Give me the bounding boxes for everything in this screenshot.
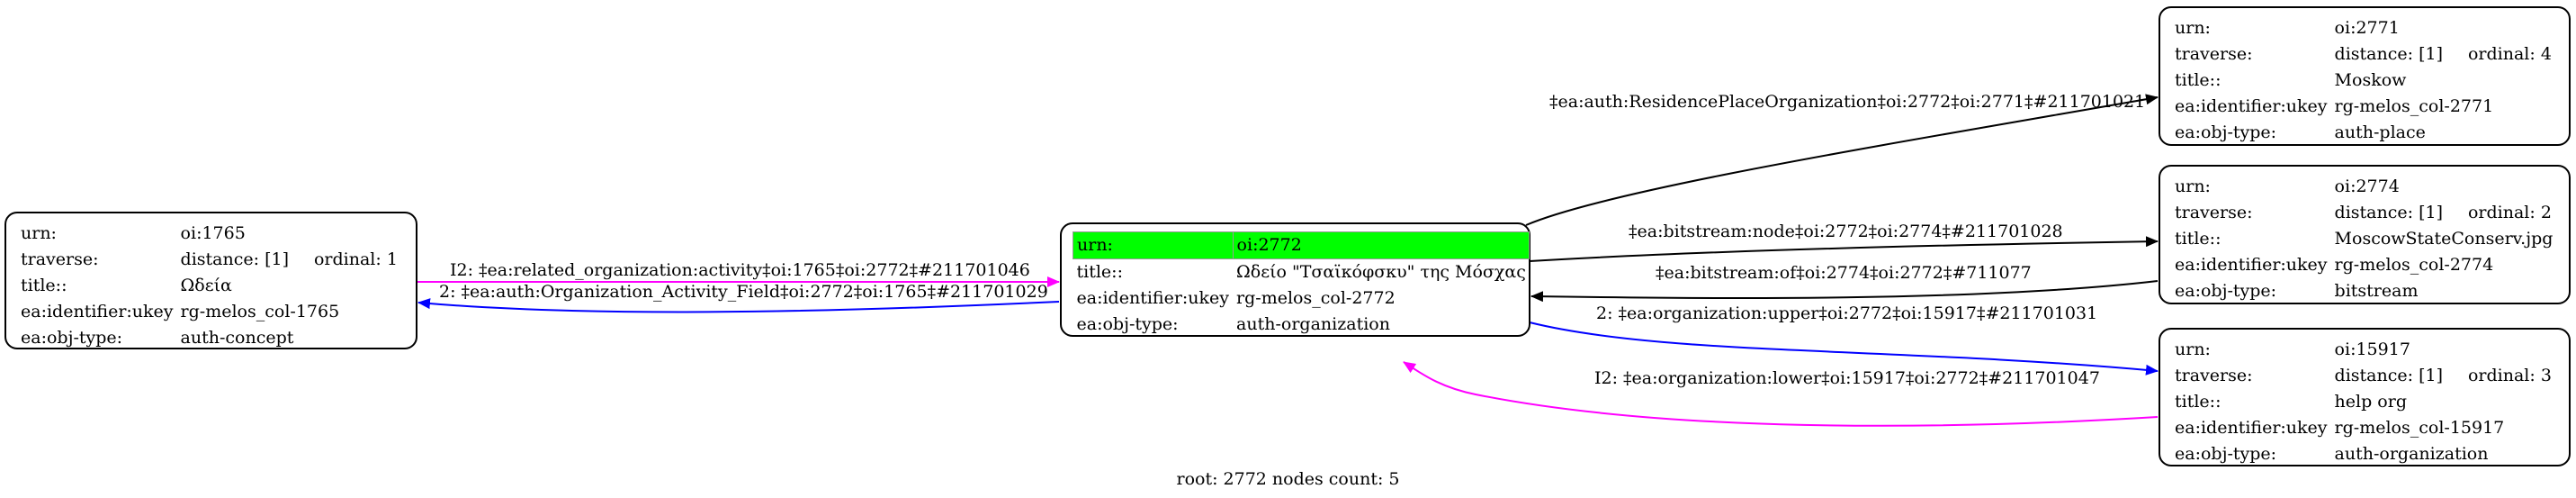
- traverse-ordinal: ordinal: 3: [2467, 366, 2552, 385]
- prop-key: ea:obj-type:: [2175, 122, 2277, 142]
- prop-key: ea:identifier:ukey: [1076, 288, 1230, 308]
- prop-value: oi:1765: [180, 223, 246, 243]
- prop-value: distance: [1] ordinal: 2: [2331, 200, 2557, 226]
- traverse-ordinal: ordinal: 1: [313, 249, 398, 269]
- prop-key: traverse:: [2175, 44, 2253, 64]
- prop-value: help org: [2334, 392, 2407, 412]
- prop-value: rg-melos_col-2774: [2334, 255, 2494, 275]
- prop-value: rg-melos_col-2771: [2334, 96, 2494, 116]
- prop-value: rg-melos_col-2772: [1236, 288, 1396, 308]
- prop-key: urn:: [2175, 177, 2211, 196]
- prop-value: distance: [1] ordinal: 1: [177, 247, 401, 273]
- edge-residence-place[interactable]: [1525, 94, 2159, 226]
- prop-key: ea:obj-type:: [21, 328, 123, 348]
- prop-key: title::: [21, 276, 67, 295]
- prop-key: title::: [1076, 262, 1123, 282]
- node-oi-1765[interactable]: urn: oi:1765 traverse: distance: [1] ordina…: [4, 212, 417, 349]
- prop-key: ea:obj-type:: [1076, 314, 1179, 334]
- prop-key: title::: [2175, 70, 2221, 90]
- edge-label-bitstream-node: ‡ea:bitstream:node‡oi:2772‡oi:2774‡#2117…: [1629, 222, 2063, 241]
- prop-key: ea:obj-type:: [2175, 444, 2277, 464]
- prop-value: oi:2772: [1232, 231, 1530, 259]
- prop-key: ea:obj-type:: [2175, 281, 2277, 301]
- prop-value: rg-melos_col-15917: [2334, 418, 2505, 438]
- node-properties: urn: oi:1765 traverse: distance: [1] ordina…: [17, 221, 401, 351]
- traverse-ordinal: ordinal: 4: [2467, 44, 2552, 64]
- prop-value: MoscowStateConserv.jpg: [2334, 229, 2554, 249]
- node-oi-15917[interactable]: urn: oi:15917 traverse: distance: [1] ordin…: [2159, 328, 2571, 466]
- prop-value: rg-melos_col-1765: [180, 302, 340, 321]
- prop-key: title::: [2175, 392, 2221, 412]
- traverse-ordinal: ordinal: 2: [2467, 203, 2552, 222]
- prop-key: urn:: [21, 223, 57, 243]
- node-properties: urn: oi:2771 traverse: distance: [1] ordina…: [2171, 15, 2555, 146]
- prop-key: urn:: [2175, 340, 2211, 359]
- prop-key: ea:identifier:ukey: [2175, 96, 2328, 116]
- traverse-distance: distance: [1]: [2334, 203, 2443, 222]
- prop-value: distance: [1] ordinal: 4: [2331, 41, 2555, 68]
- edge-organization-activity-field[interactable]: [417, 298, 1060, 313]
- edge-organization-upper[interactable]: [1529, 321, 2159, 376]
- prop-key: ea:identifier:ukey: [2175, 255, 2328, 275]
- node-properties: urn:oi:2772 title::Ωδείο "Τσαϊκόφσκυ" τη…: [1073, 231, 1530, 338]
- prop-value: auth-organization: [1236, 314, 1390, 334]
- prop-value: Ωδείο "Τσαϊκόφσκυ" της Μόσχας: [1236, 262, 1526, 282]
- prop-key: ea:identifier:ukey: [2175, 418, 2328, 438]
- traverse-distance: distance: [1]: [180, 249, 289, 269]
- node-oi-2772-root[interactable]: urn:oi:2772 title::Ωδείο "Τσαϊκόφσκυ" τη…: [1060, 222, 1530, 337]
- prop-value: distance: [1] ordinal: 3: [2331, 363, 2555, 389]
- prop-key: traverse:: [21, 249, 99, 269]
- node-properties: urn: oi:15917 traverse: distance: [1] ordin…: [2171, 337, 2555, 467]
- prop-key: ea:identifier:ukey: [21, 302, 174, 321]
- prop-value: Ωδεία: [180, 276, 232, 295]
- node-oi-2771[interactable]: urn: oi:2771 traverse: distance: [1] ordina…: [2159, 6, 2571, 146]
- edge-label-related-organization-activity: I2: ‡ea:related_organization:activity‡oi…: [450, 260, 1030, 280]
- prop-value: oi:15917: [2334, 340, 2410, 359]
- prop-value: oi:2771: [2334, 18, 2400, 38]
- edge-bitstream-of[interactable]: [1530, 280, 2159, 303]
- prop-key: title::: [2175, 229, 2221, 249]
- edge-label-organization-lower: I2: ‡ea:organization:lower‡oi:15917‡oi:2…: [1594, 368, 2100, 388]
- prop-key: traverse:: [2175, 366, 2253, 385]
- edge-organization-lower[interactable]: [1403, 361, 2159, 427]
- prop-key: urn:: [2175, 18, 2211, 38]
- edge-bitstream-node[interactable]: [1529, 236, 2159, 262]
- prop-value: bitstream: [2334, 281, 2419, 301]
- prop-key: urn:: [1073, 231, 1234, 259]
- prop-value: auth-place: [2334, 122, 2426, 142]
- edge-label-residence-place: ‡ea:auth:ResidencePlaceOrganization‡oi:2…: [1549, 92, 2146, 112]
- traverse-distance: distance: [1]: [2334, 366, 2443, 385]
- prop-key: traverse:: [2175, 203, 2253, 222]
- prop-value: Moskow: [2334, 70, 2407, 90]
- edge-label-organization-activity-field: 2: ‡ea:auth:Organization_Activity_Field‡…: [439, 282, 1048, 302]
- traverse-distance: distance: [1]: [2334, 44, 2443, 64]
- graph-footer: root: 2772 nodes count: 5: [1176, 469, 1400, 489]
- prop-value: oi:2774: [2334, 177, 2400, 196]
- edge-label-organization-upper: 2: ‡ea:organization:upper‡oi:2772‡oi:159…: [1596, 303, 2098, 323]
- edge-label-bitstream-of: ‡ea:bitstream:of‡oi:2774‡oi:2772‡#711077: [1656, 263, 2032, 283]
- node-oi-2774[interactable]: urn: oi:2774 traverse: distance: [1] ordina…: [2159, 165, 2571, 304]
- prop-value: auth-concept: [180, 328, 294, 348]
- node-properties: urn: oi:2774 traverse: distance: [1] ordina…: [2171, 174, 2556, 304]
- prop-value: auth-organization: [2334, 444, 2489, 464]
